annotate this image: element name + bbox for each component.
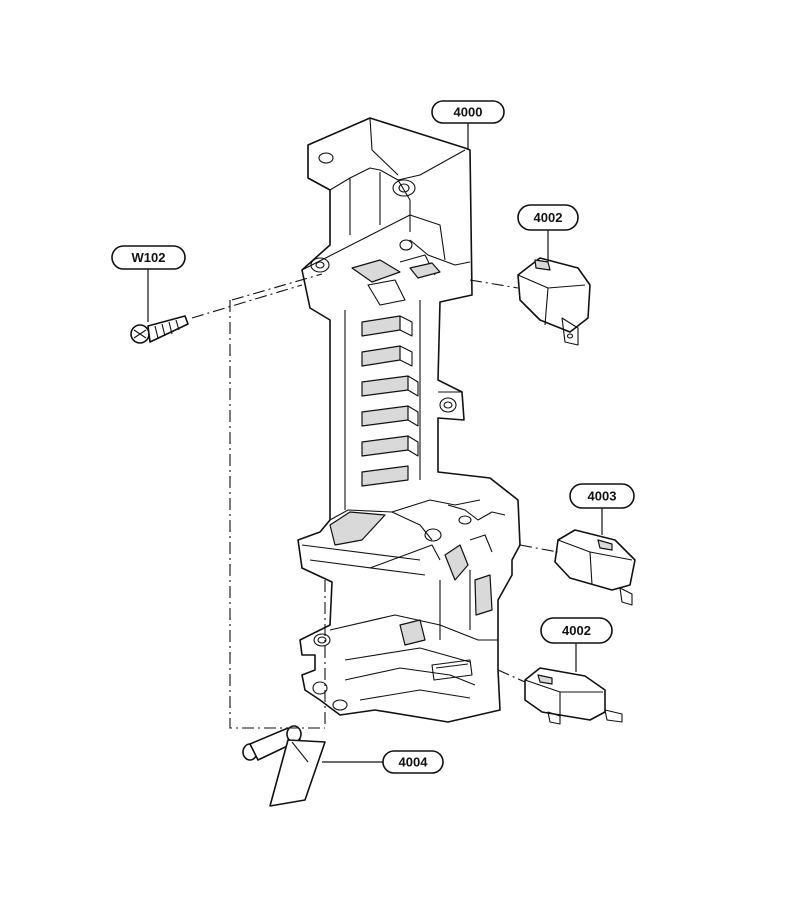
screw-part-w102 bbox=[130, 315, 189, 344]
lever-part-4004 bbox=[242, 725, 326, 807]
callout-4000-label: 4000 bbox=[454, 105, 483, 120]
callout-4002-lower: 4002 bbox=[540, 617, 613, 644]
callout-4002-lower-label: 4002 bbox=[562, 623, 591, 638]
micro-switch-part-4002-upper bbox=[517, 257, 591, 346]
callout-w102: W102 bbox=[111, 245, 186, 270]
leader-lines bbox=[147, 123, 603, 763]
callout-w102-label: W102 bbox=[132, 250, 166, 265]
assembly-guide-lines bbox=[191, 273, 559, 729]
callout-4004-label: 4004 bbox=[399, 755, 429, 770]
micro-switch-part-4003 bbox=[554, 529, 636, 606]
callout-4000: 4000 bbox=[431, 100, 505, 124]
callout-4003-label: 4003 bbox=[588, 489, 617, 504]
callout-4004: 4004 bbox=[382, 750, 444, 774]
callout-4002-upper-label: 4002 bbox=[534, 210, 563, 225]
micro-switch-part-4002-lower bbox=[524, 667, 623, 725]
latch-housing-part-4000 bbox=[297, 117, 521, 723]
callout-4002-upper: 4002 bbox=[517, 204, 579, 231]
callout-4003: 4003 bbox=[569, 483, 635, 509]
